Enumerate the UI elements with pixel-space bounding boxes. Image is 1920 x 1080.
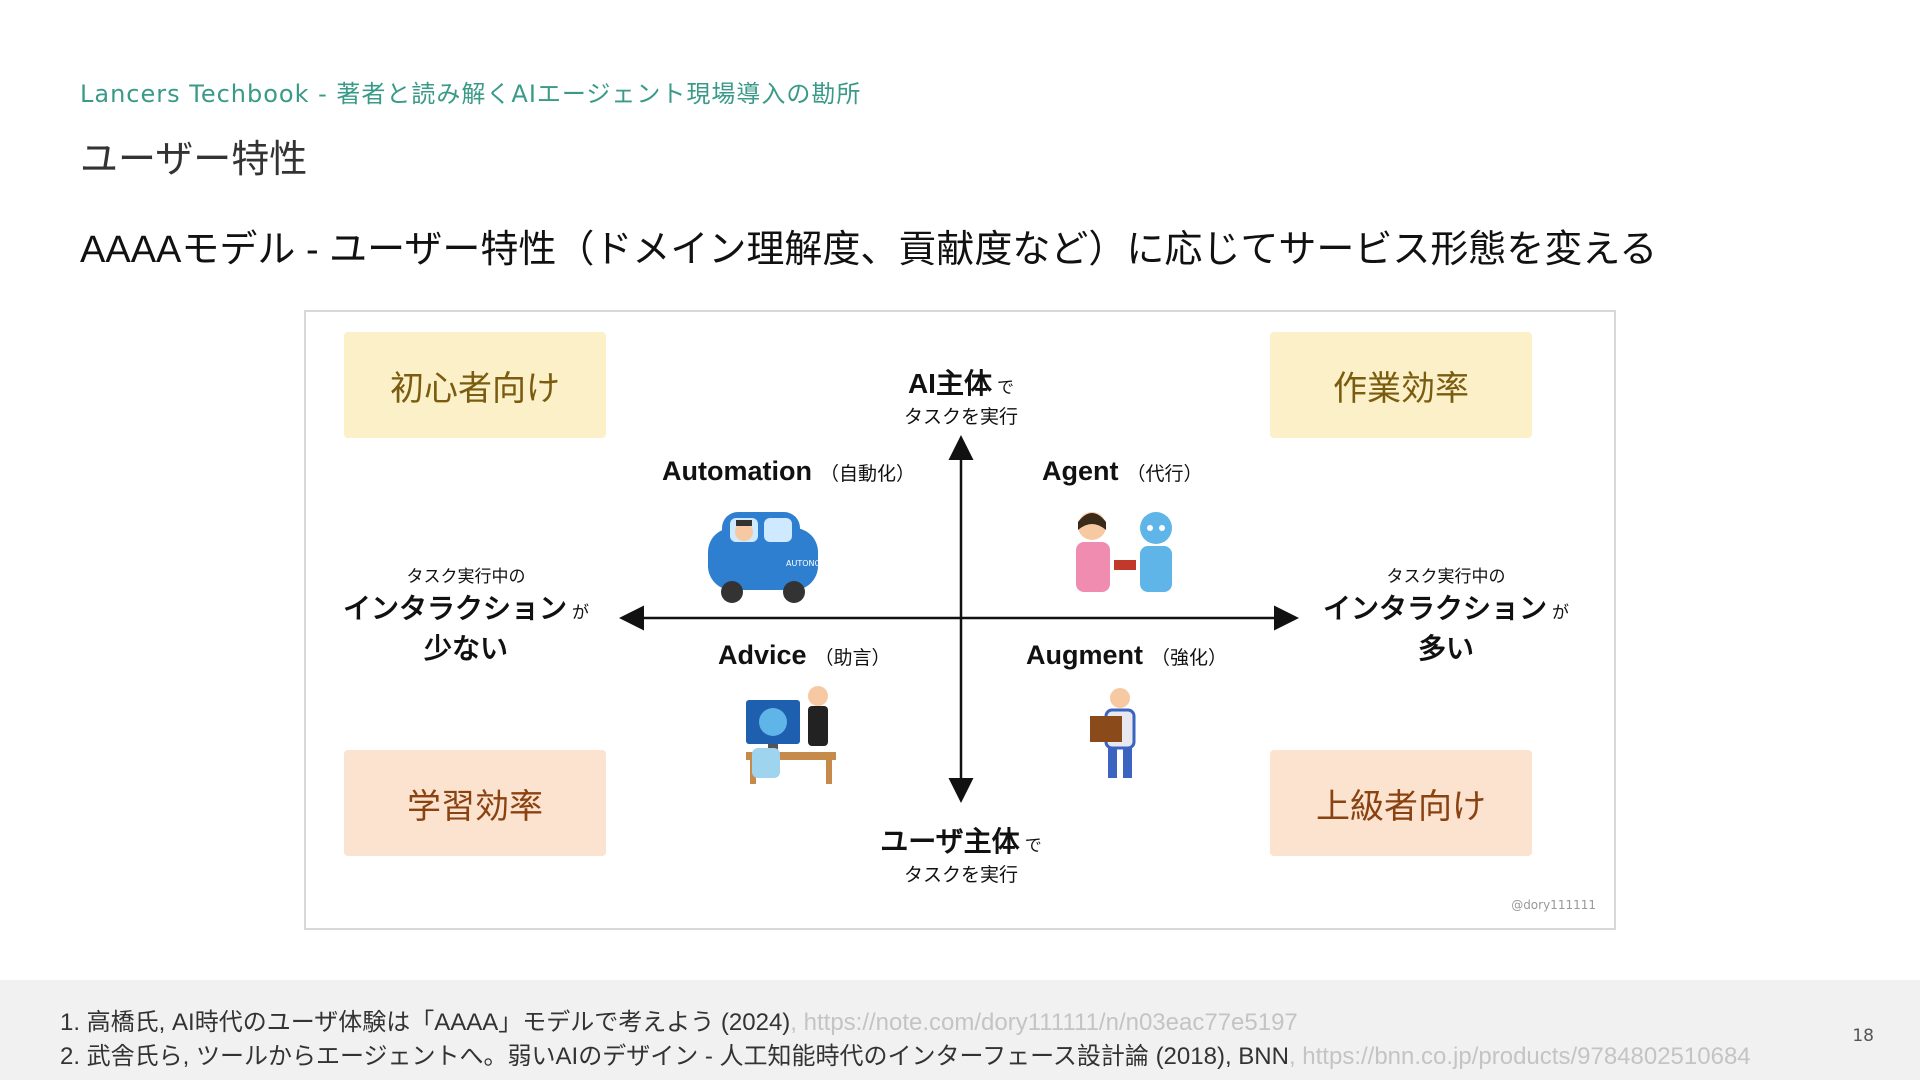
reference-item: 1. 高橋氏, AI時代のユーザ体験は「AAAA」モデルで考えよう (2024)… (60, 1002, 1298, 1037)
reference-link[interactable]: , https://note.com/dory111111/n/n03eac77… (790, 1009, 1298, 1036)
quadrant-advice-name: Advice (718, 640, 807, 670)
corner-work-efficiency: 作業効率 (1270, 332, 1532, 438)
reference-link[interactable]: , https://bnn.co.jp/products/97848025106… (1288, 1043, 1751, 1070)
quadrant-automation-name: Automation (662, 456, 812, 486)
axis-bottom-main: ユーザ主体 (880, 826, 1020, 857)
figure-credit: @dory111111 (1511, 898, 1596, 912)
slide-headline: AAAAモデル - ユーザー特性（ドメイン理解度、貢献度など）に応じてサービス形… (80, 229, 1658, 271)
axis-top-main: AI主体 (907, 368, 992, 399)
deck-title: Lancers Techbook - 著者と読み解くAIエージェント現場導入の勘… (80, 80, 862, 108)
axis-left-suffix: が (572, 603, 590, 623)
autonomous-car-illustration: AUTONO MOUS (708, 512, 847, 603)
axis-top-suffix: で (997, 378, 1015, 398)
section-title: ユーザー特性 (80, 137, 308, 181)
augment-illustration (1090, 688, 1136, 778)
page-number: 18 (1852, 1026, 1874, 1046)
quadrant-automation-note: （自動化） (819, 464, 915, 485)
aaaa-model-figure: AUTONO MOUS (304, 310, 1616, 930)
axis-left-label: タスク実行中の インタラクション が 少ない (336, 562, 596, 667)
corner-advanced: 上級者向け (1270, 750, 1532, 856)
axis-right-label: タスク実行中の インタラクション が 多い (1306, 562, 1586, 667)
quadrant-augment-title: Augment （強化） (1026, 640, 1227, 671)
quadrant-automation-title: Automation （自動化） (662, 456, 915, 487)
axis-bottom-suffix: で (1024, 836, 1042, 856)
axis-top-sub: タスクを実行 (903, 406, 1018, 428)
quadrant-augment-note: （強化） (1151, 648, 1228, 669)
quadrant-augment-name: Augment (1026, 640, 1143, 670)
reference-text: 1. 高橋氏, AI時代のユーザ体験は「AAAA」モデルで考えよう (2024) (60, 1009, 791, 1036)
axis-left-main: インタラクション (342, 593, 567, 624)
axis-bottom-label: ユーザ主体 で タスクを実行 (841, 820, 1081, 887)
advice-illustration (746, 686, 836, 784)
corner-beginner: 初心者向け (344, 332, 606, 438)
quadrant-agent-name: Agent (1042, 456, 1119, 486)
reference-item: 2. 武舎氏ら, ツールからエージェントへ。弱いAIのデザイン - 人工知能時代… (60, 1036, 1751, 1071)
reference-text: 2. 武舎氏ら, ツールからエージェントへ。弱いAIのデザイン - 人工知能時代… (60, 1043, 1289, 1070)
quadrant-agent-note: （代行） (1126, 464, 1203, 485)
quadrant-advice-note: （助言） (814, 648, 891, 669)
axis-right-suffix: が (1552, 603, 1570, 623)
axis-bottom-sub: タスクを実行 (903, 864, 1018, 886)
axis-right-last: 多い (1417, 633, 1474, 664)
axes-diagram: AUTONO MOUS (619, 435, 1299, 803)
axis-right-main: インタラクション (1322, 593, 1547, 624)
references-footer: 1. 高橋氏, AI時代のユーザ体験は「AAAA」モデルで考えよう (2024)… (0, 980, 1920, 1080)
axis-right-pre: タスク実行中の (1386, 567, 1506, 587)
agent-illustration (1076, 512, 1172, 592)
quadrant-advice-title: Advice （助言） (718, 640, 891, 671)
axis-top-label: AI主体 で タスクを実行 (861, 362, 1061, 429)
corner-learning-efficiency: 学習効率 (344, 750, 606, 856)
car-label: AUTONO MOUS (786, 559, 847, 568)
axis-left-pre: タスク実行中の (406, 567, 526, 587)
axis-left-last: 少ない (423, 633, 508, 664)
quadrant-agent-title: Agent （代行） (1042, 456, 1203, 487)
